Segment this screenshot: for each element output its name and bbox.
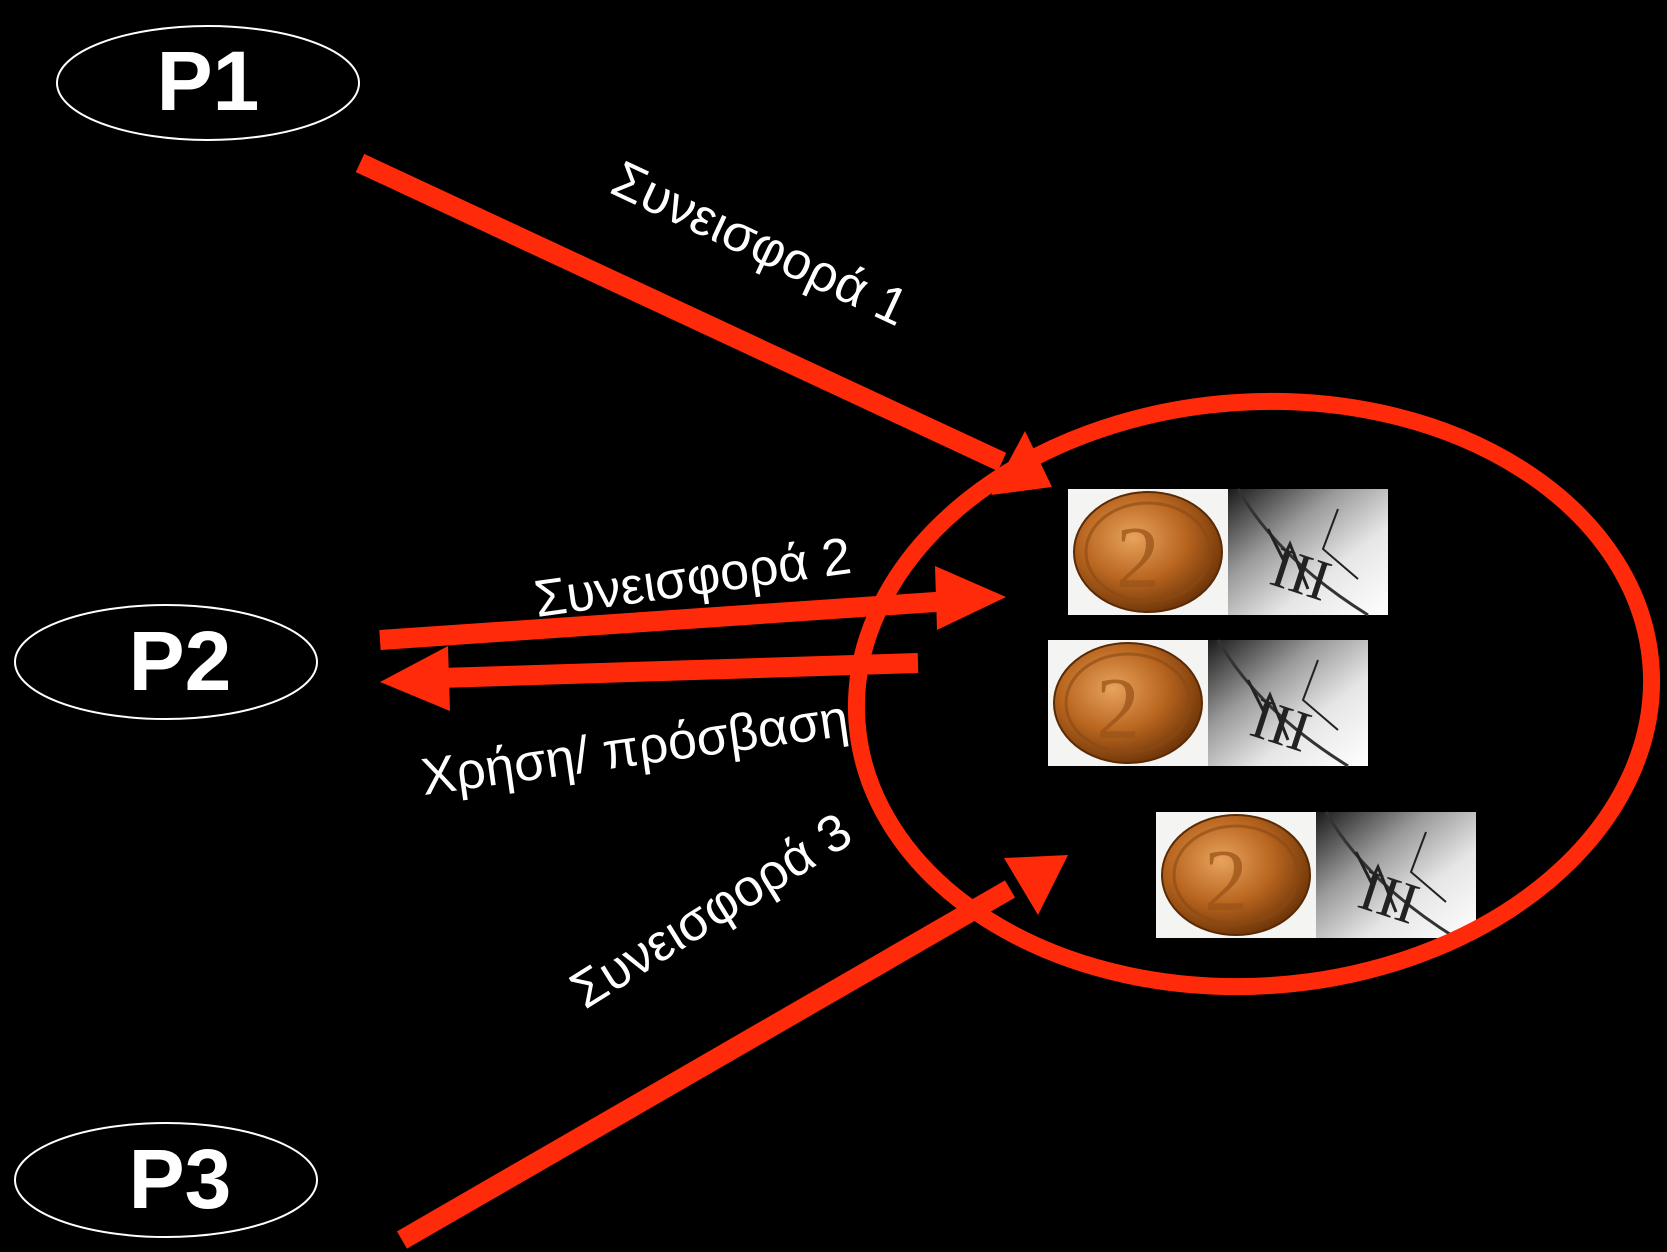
node-p3: P3 — [14, 1122, 318, 1238]
pool-item-3 — [1154, 810, 1478, 940]
node-p3-label: P3 — [129, 1132, 232, 1226]
arrow-use-access — [380, 646, 919, 711]
arrow-contribution-3 — [397, 855, 1068, 1249]
flow-label-contribution-3: Συνεισφορά 3 — [561, 802, 862, 1020]
coin-clock-icon-3 — [1154, 810, 1478, 940]
arrow-contribution-1 — [355, 153, 1052, 495]
flow-label-use-access: Χρήση/ πρόσβαση — [418, 690, 852, 807]
pool-ellipse — [847, 392, 1661, 996]
coin-clock-icon-2 — [1046, 638, 1370, 768]
coin-clock-icon-1 — [1066, 487, 1390, 617]
node-p2-label: P2 — [129, 614, 232, 708]
arrow-contribution-2 — [379, 566, 1006, 650]
node-p2: P2 — [14, 604, 318, 720]
node-p1: P1 — [56, 25, 360, 141]
node-p1-label: P1 — [157, 34, 260, 128]
flow-label-contribution-1: Συνεισφορά 1 — [603, 150, 917, 337]
pool-item-1 — [1066, 487, 1390, 617]
pool-item-2 — [1046, 638, 1370, 768]
